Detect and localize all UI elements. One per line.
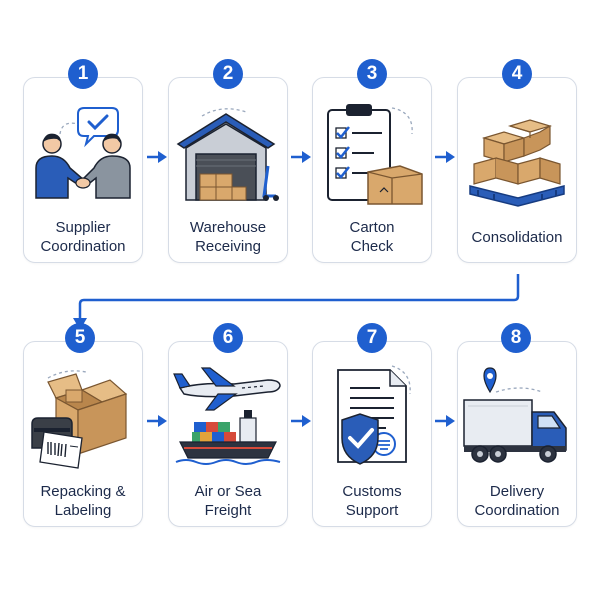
step-label-3: Carton Check [349, 219, 395, 255]
flow-arrow-5-6 [147, 415, 167, 427]
pallet-boxes-icon [469, 119, 565, 207]
plane-ship-icon [173, 367, 281, 465]
step-label-1: Supplier Coordination [40, 219, 126, 255]
step-label-4: Consolidation [471, 229, 563, 246]
step-number-badge: 3 [357, 59, 387, 89]
flow-arrow-2-3 [291, 151, 311, 163]
step-number-badge: 5 [65, 323, 95, 353]
step-label-7: Customs Support [342, 483, 402, 519]
step-number-badge: 2 [213, 59, 243, 89]
flow-arrow-7-8 [435, 415, 455, 427]
step-number-badge: 6 [213, 323, 243, 353]
truck-icon [463, 367, 567, 463]
step-label-2: Warehouse Receiving [189, 219, 267, 255]
step-label-5: Repacking & Labeling [40, 483, 126, 519]
clipboard-checklist-icon [327, 104, 423, 205]
step-label-6: Air or Sea Freight [194, 483, 262, 519]
flow-arrow-1-2 [147, 151, 167, 163]
warehouse-icon [176, 108, 279, 201]
flow-arrow-3-4 [435, 151, 455, 163]
handshake-icon [35, 107, 131, 199]
flow-arrow-6-7 [291, 415, 311, 427]
step-number-badge: 4 [502, 59, 532, 89]
shield-document-icon [337, 365, 411, 465]
label-printer-icon [31, 370, 128, 469]
step-number-badge: 7 [357, 323, 387, 353]
step-number-badge: 1 [68, 59, 98, 89]
step-number-badge: 8 [501, 323, 531, 353]
step-label-8: Delivery Coordination [474, 483, 560, 519]
